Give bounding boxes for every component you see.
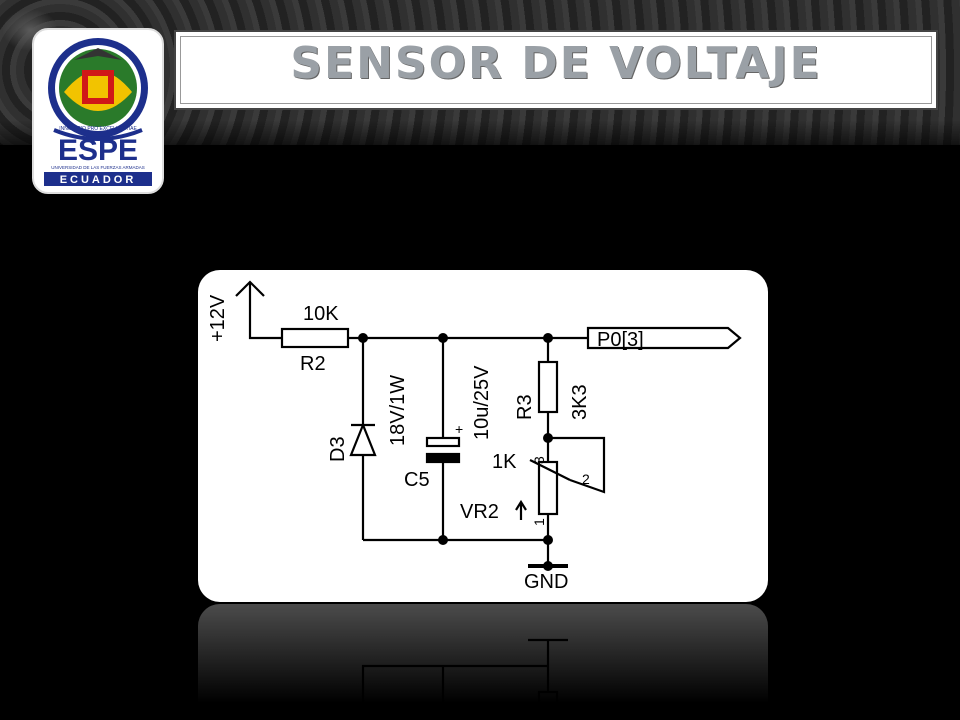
zener-diode-d3 xyxy=(349,422,377,457)
resistor-r2 xyxy=(280,327,350,349)
reflection-fade xyxy=(198,604,768,720)
circuit-schematic: +12V 10K R2 D3 18V/1W 10u/25V C5 R3 3K3 … xyxy=(207,280,742,593)
label-c5-plus: + xyxy=(455,421,463,437)
junction-dot xyxy=(543,333,553,343)
label-c5-value: 10u/25V xyxy=(471,365,493,440)
slide-title: SENSOR DE VOLTAJE xyxy=(290,38,822,89)
espe-emblem: INNOVATIO PRO EXCELLENTIAE ESPE UNIVERSI… xyxy=(44,38,152,186)
label-supply: +12V xyxy=(207,294,229,342)
capacitor-c5-plate-top xyxy=(425,436,461,448)
capacitor-c5-plate-bottom xyxy=(425,452,461,464)
junction-dot xyxy=(358,333,368,343)
logo-country: ECUADOR xyxy=(60,174,137,186)
label-r3-value: 3K3 xyxy=(569,384,591,420)
junction-dot xyxy=(543,535,553,545)
label-r2-name: R2 xyxy=(300,353,326,375)
logo-subtitle: UNIVERSIDAD DE LAS FUERZAS ARMADAS xyxy=(51,165,145,170)
adjust-arrow-icon xyxy=(515,499,527,520)
espe-logo: INNOVATIO PRO EXCELLENTIAE ESPE UNIVERSI… xyxy=(32,28,164,194)
logo-acronym: ESPE xyxy=(58,134,138,167)
junction-dot xyxy=(438,535,448,545)
junction-dot xyxy=(543,433,553,443)
label-vr2-name: VR2 xyxy=(460,501,499,523)
label-pin2: 2 xyxy=(582,471,590,487)
title-box: SENSOR DE VOLTAJE xyxy=(174,30,938,110)
label-r2-value: 10K xyxy=(303,303,339,325)
vr2-wiper xyxy=(529,459,571,481)
label-c5-name: C5 xyxy=(404,469,430,491)
label-pin1: 1 xyxy=(531,518,547,526)
label-pin3: 3 xyxy=(531,456,547,464)
logo-motto: INNOVATIO PRO EXCELLENTIAE xyxy=(59,126,137,132)
junction-dot xyxy=(543,561,553,571)
label-ground: GND xyxy=(524,571,568,593)
circuit-diagram: +12V 10K R2 D3 18V/1W 10u/25V C5 R3 3K3 … xyxy=(198,270,768,602)
label-d3-name: D3 xyxy=(327,436,349,462)
label-d3-value: 18V/1W xyxy=(387,375,409,446)
resistor-r3 xyxy=(537,360,559,414)
label-vr2-value: 1K xyxy=(492,451,517,473)
label-r3-name: R3 xyxy=(514,394,536,420)
junction-dot xyxy=(438,333,448,343)
label-output: P0[3] xyxy=(597,329,644,351)
output-tag xyxy=(586,326,742,350)
